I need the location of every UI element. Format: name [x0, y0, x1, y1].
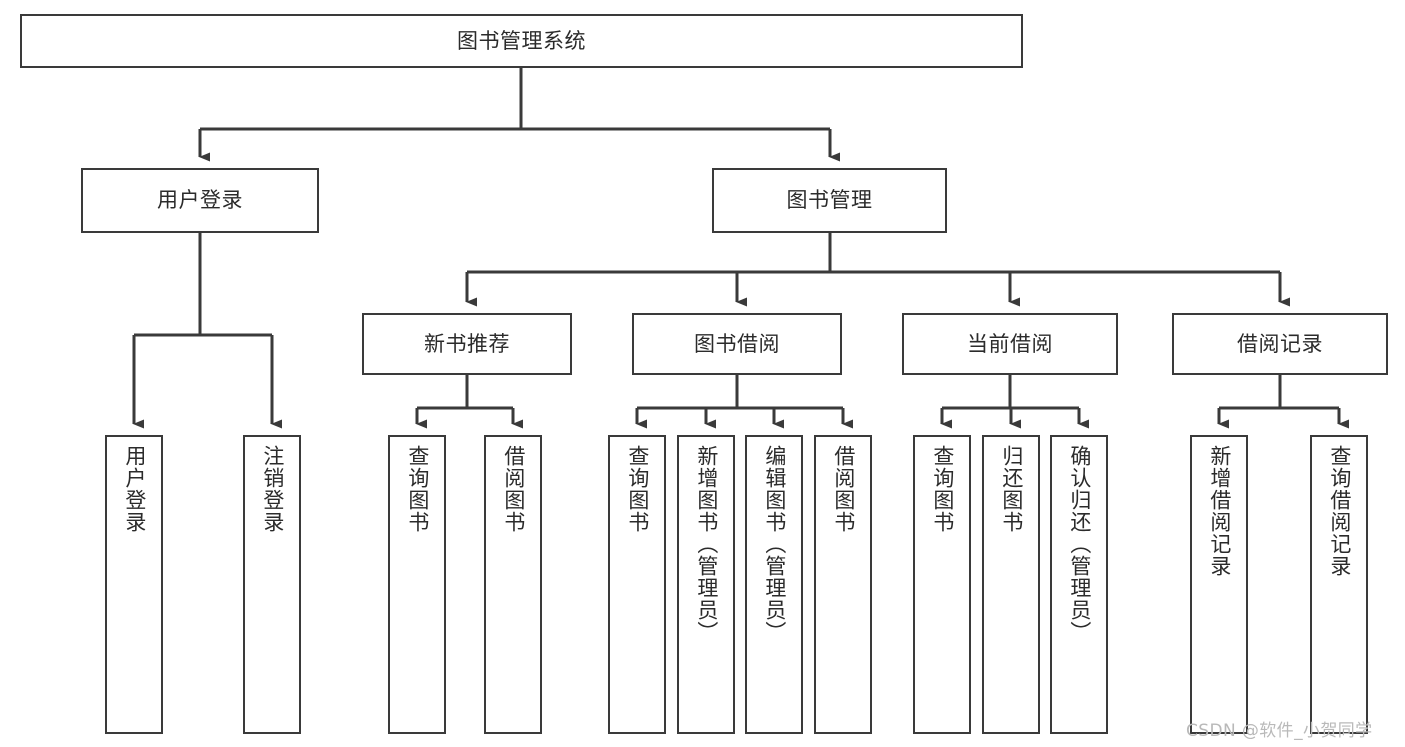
- node-current-borrow[interactable]: 当前借阅: [902, 313, 1118, 375]
- node-root-system[interactable]: 图书管理系统: [20, 14, 1023, 68]
- node-leaf-borrow-book-recommend[interactable]: 借阅图书: [484, 435, 542, 734]
- node-leaf-query-borrow-record[interactable]: 查询借阅记录: [1310, 435, 1368, 734]
- node-leaf-user-logout[interactable]: 注销登录: [243, 435, 301, 734]
- node-leaf-borrow-book[interactable]: 借阅图书: [814, 435, 872, 734]
- node-leaf-query-book-current[interactable]: 查询图书: [913, 435, 971, 734]
- node-label: 编辑图书（管理员）: [762, 445, 787, 643]
- node-leaf-edit-book-admin[interactable]: 编辑图书（管理员）: [745, 435, 803, 734]
- node-leaf-return-book[interactable]: 归还图书: [982, 435, 1040, 734]
- node-book-borrow[interactable]: 图书借阅: [632, 313, 842, 375]
- node-leaf-add-borrow-record[interactable]: 新增借阅记录: [1190, 435, 1248, 734]
- node-leaf-query-book-recommend[interactable]: 查询图书: [388, 435, 446, 734]
- node-label: 图书管理: [786, 188, 873, 213]
- node-leaf-query-book-borrow[interactable]: 查询图书: [608, 435, 666, 734]
- node-book-management[interactable]: 图书管理: [712, 168, 947, 233]
- node-borrow-record[interactable]: 借阅记录: [1172, 313, 1388, 375]
- node-label: 查询借阅记录: [1327, 445, 1352, 577]
- node-label: 借阅图书: [501, 445, 526, 533]
- node-label: 注销登录: [260, 445, 285, 533]
- node-label: 用户登录: [122, 445, 147, 533]
- node-leaf-add-book-admin[interactable]: 新增图书（管理员）: [677, 435, 735, 734]
- node-label: 查询图书: [405, 445, 430, 533]
- node-user-login[interactable]: 用户登录: [81, 168, 319, 233]
- node-label: 查询图书: [625, 445, 650, 533]
- node-label: 确认归还（管理员）: [1067, 445, 1092, 643]
- node-label: 借阅图书: [831, 445, 856, 533]
- node-label: 新增图书（管理员）: [694, 445, 719, 643]
- node-label: 归还图书: [999, 445, 1024, 533]
- node-label: 图书管理系统: [457, 28, 586, 53]
- node-label: 当前借阅: [967, 331, 1053, 356]
- node-label: 新增借阅记录: [1207, 445, 1232, 577]
- node-label: 新书推荐: [424, 331, 510, 356]
- node-label: 借阅记录: [1237, 331, 1323, 356]
- node-label: 查询图书: [930, 445, 955, 533]
- node-label: 图书借阅: [694, 331, 780, 356]
- node-leaf-user-login[interactable]: 用户登录: [105, 435, 163, 734]
- csdn-watermark: CSDN @软件_小贺同学: [1186, 721, 1373, 741]
- node-label: 用户登录: [157, 188, 243, 213]
- node-leaf-confirm-return-admin[interactable]: 确认归还（管理员）: [1050, 435, 1108, 734]
- node-new-book-recommend[interactable]: 新书推荐: [362, 313, 572, 375]
